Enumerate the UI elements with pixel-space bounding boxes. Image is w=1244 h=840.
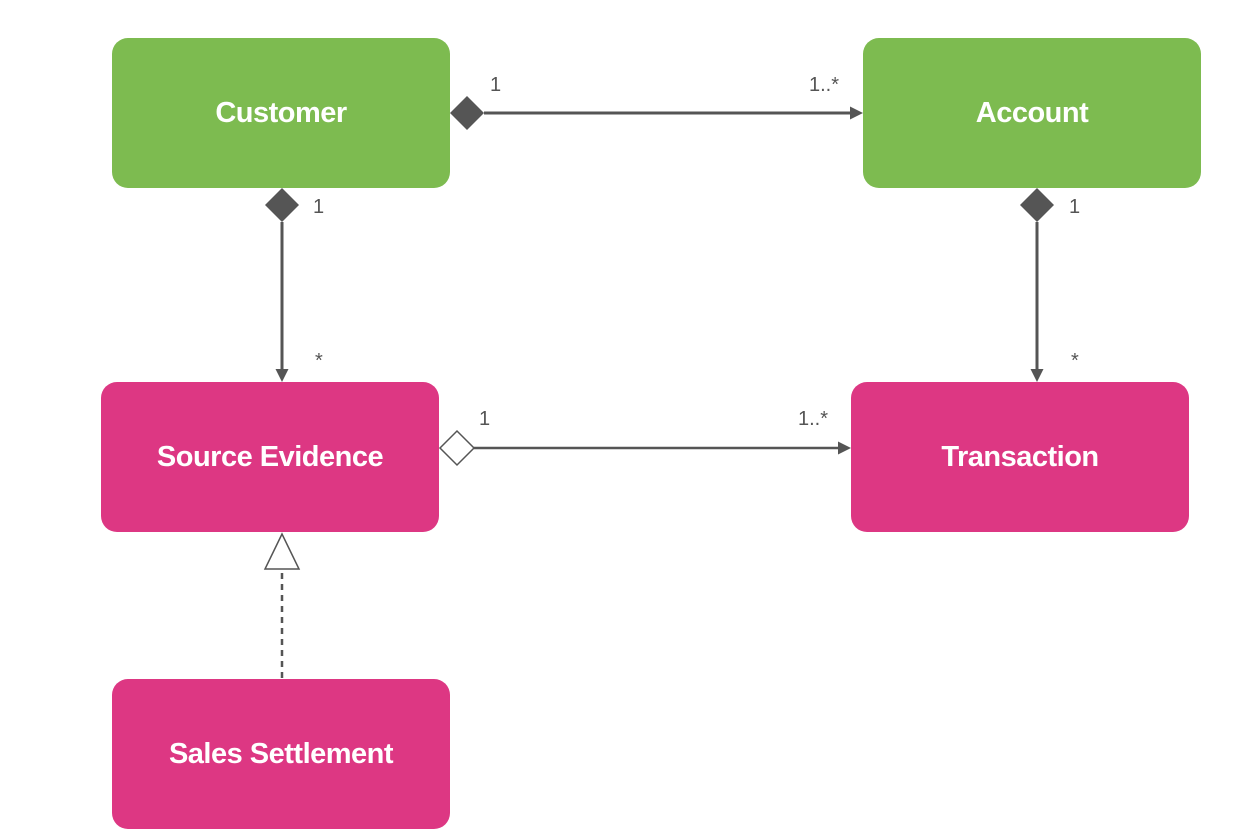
arrowhead-icon	[1030, 369, 1044, 382]
aggregation-diamond-icon	[438, 429, 476, 467]
edge-account-transaction	[1020, 188, 1054, 382]
arrowhead-icon	[850, 106, 863, 120]
entity-label: Customer	[215, 96, 347, 129]
entity-label: Source Evidence	[156, 440, 384, 473]
arrowhead-icon	[838, 441, 851, 455]
edge-source-evidence-transaction	[438, 429, 851, 467]
entity-transaction[interactable]: Transaction	[851, 382, 1189, 532]
multiplicity-label: *	[1071, 350, 1079, 372]
multiplicity-label: 1	[479, 408, 491, 430]
multiplicity-label: 1	[1069, 196, 1081, 218]
multiplicity-label: 1	[313, 196, 325, 218]
multiplicity-label: *	[315, 350, 323, 372]
entity-account[interactable]: Account	[863, 38, 1201, 188]
entity-label: Account	[975, 96, 1089, 129]
edge-sales-settlement-source-evidence	[263, 532, 301, 678]
composition-diamond-icon	[265, 188, 299, 222]
edge-customer-source-evidence	[265, 188, 299, 382]
composition-diamond-icon	[450, 96, 484, 130]
edge-customer-account	[450, 96, 863, 130]
entity-label: Transaction	[941, 440, 1099, 473]
multiplicity-label: 1..*	[798, 408, 829, 430]
multiplicity-label: 1..*	[809, 74, 840, 96]
composition-diamond-icon	[1020, 188, 1054, 222]
entity-source-evidence[interactable]: Source Evidence	[101, 382, 439, 532]
arrowhead-icon	[275, 369, 289, 382]
entity-label: Sales Settlement	[168, 737, 394, 770]
entity-sales-settlement[interactable]: Sales Settlement	[112, 679, 450, 829]
entity-customer[interactable]: Customer	[112, 38, 450, 188]
multiplicity-label: 1	[490, 74, 502, 96]
realization-triangle-icon	[263, 532, 301, 570]
